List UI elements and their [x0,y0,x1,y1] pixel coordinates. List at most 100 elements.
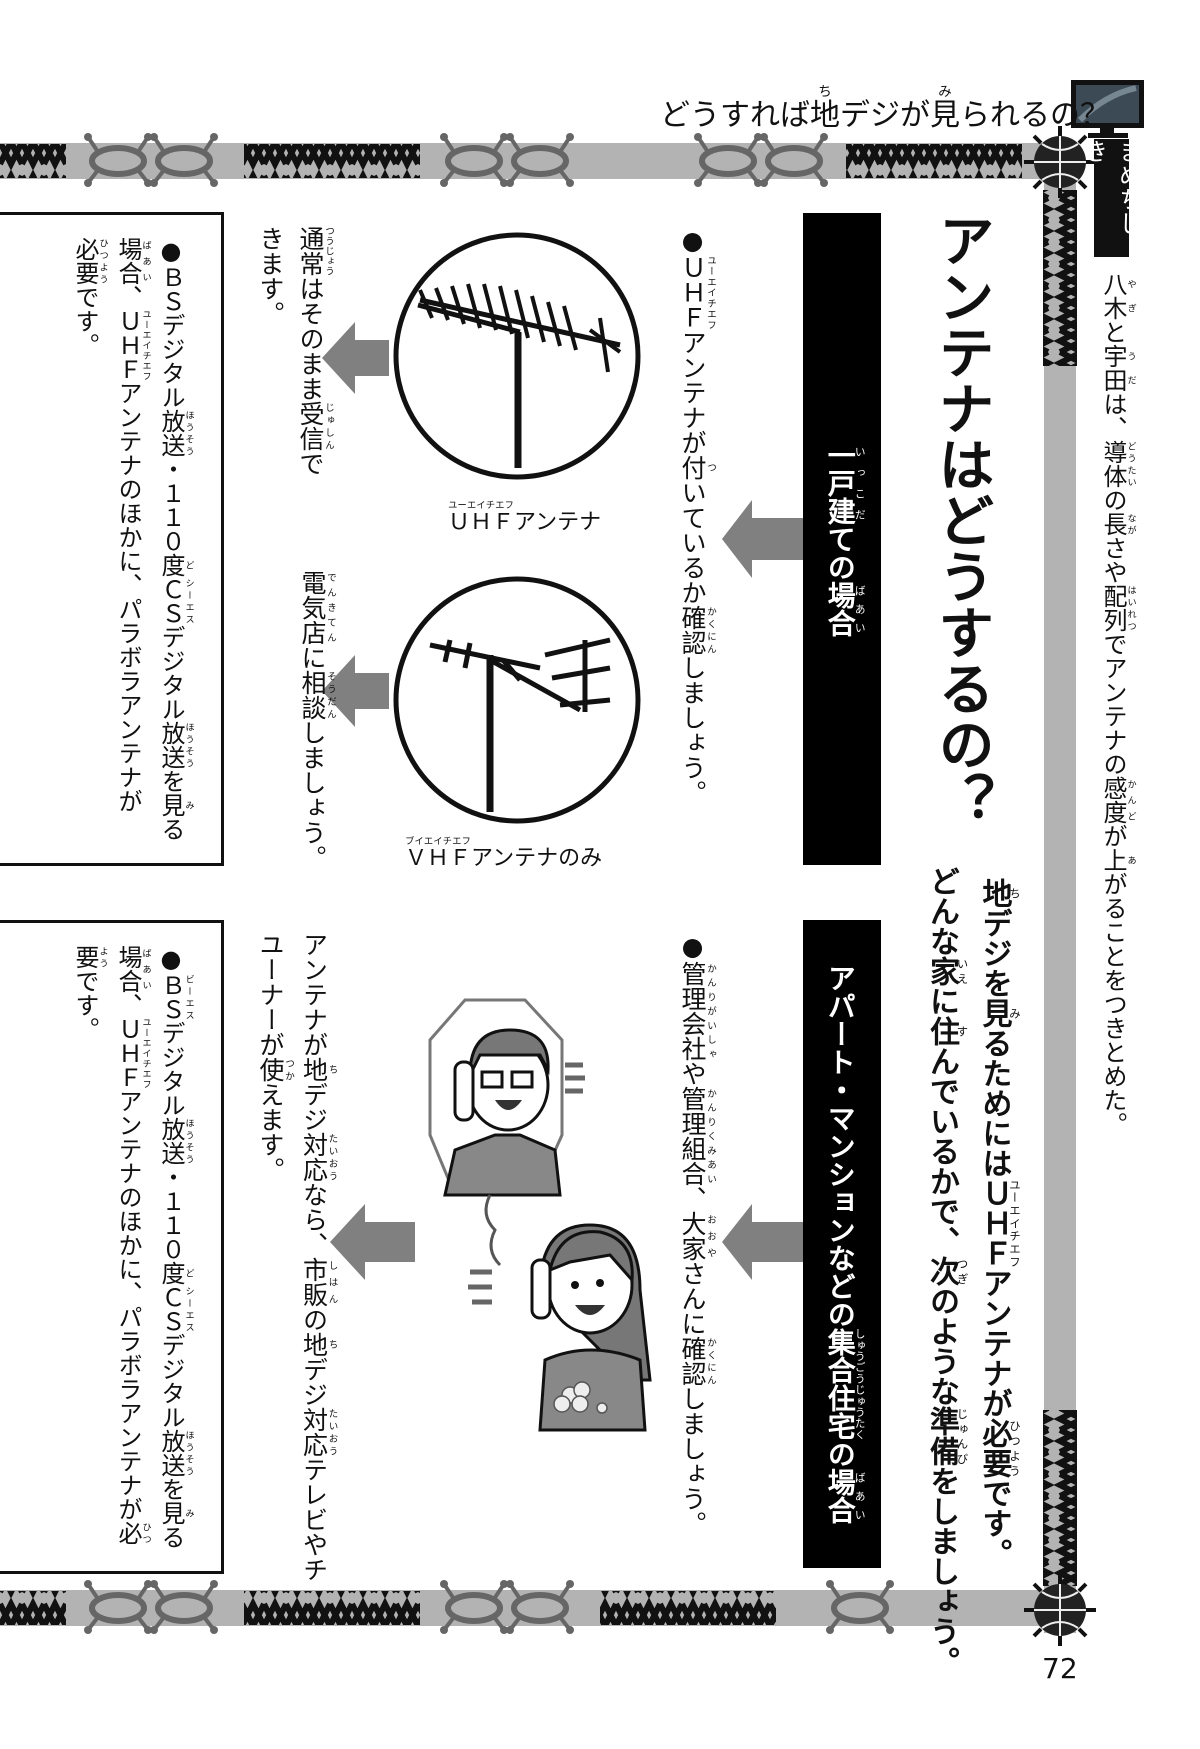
furigana-word: 長なが [1099,512,1135,536]
furigana-reading: ほうそう [183,409,193,457]
furigana-reading: シーエス [183,577,193,625]
page-subtitle: 地ちデジを見みるためにはＵＨＦユーエイチエフアンテナが必要ひつようです。どんな家… [916,866,1023,1676]
furigana-word: 場合ばあい [114,237,150,285]
furigana-word: 地ち [810,84,840,133]
furigana-reading: ち [810,84,840,100]
furigana-reading: どうたい [1125,440,1135,488]
furigana-reading: す [955,1016,970,1046]
furigana-reading: み [930,84,960,100]
furigana-word: 準備じゅんび [924,1406,970,1466]
furigana-reading: しゅうごうじゅうたく [853,1328,867,1440]
furigana-reading: つか [283,1057,294,1082]
text-line: ユーナーが使つかえます。 [256,932,294,1182]
arrow-left-icon [322,322,389,394]
text-line: ●管理会社かんりがいしゃや管理組合かんりくみあい、大家おおやさんに確認かくにんし… [678,932,716,1536]
running-header-title: どうすれば地ちデジが見みられるの？ [660,84,1110,134]
furigana-word: 八木やぎ [1099,272,1135,320]
section-heading-detached-house: 一戸建いっこだての場合ばあい [803,213,881,865]
furigana-word: ＵＨＦユーエイチエフ [448,500,515,535]
furigana-word: 場合ばあい [823,581,867,637]
text-line: アパート・マンションなどの集合住宅しゅうごうじゅうたくの場合ばあい [823,964,867,1524]
page-number: 72 [1042,1652,1078,1685]
furigana-word: ＣＳシーエス [157,577,193,625]
bottom-border-band [0,1580,1060,1634]
furigana-reading: ユーエイチエフ [448,500,515,511]
furigana-word: 地ち [299,1332,338,1357]
arrow-left-icon [722,1204,803,1280]
furigana-word: 見み [976,998,1023,1028]
furigana-reading: つぎ [955,1256,970,1286]
furigana-word: 付つ [678,455,716,480]
furigana-word: 場合ばあい [823,1468,867,1524]
furigana-reading: しはん [326,1257,338,1307]
furigana-word: 対応たいおう [299,1132,338,1182]
furigana-word: 放送ほうそう [157,409,193,457]
furigana-reading: たいおう [326,1132,338,1182]
furigana-word: 見み [157,1501,193,1525]
furigana-word: ＵＨＦユーエイチエフ [678,255,716,330]
furigana-word: 宇田うだ [1099,344,1135,392]
furigana-reading: うだ [1125,344,1135,392]
text-line: アンテナが地ちデジ対応たいおうなら、市販しはんの地ちデジ対応たいおうテレビやチ [299,932,338,1582]
trivia-label: まめちしき [1080,139,1143,257]
top-border-band [0,133,1060,187]
furigana-reading: ユーエイチエフ [140,1017,150,1089]
furigana-word: 確認かくにん [678,605,716,655]
furigana-word: 放送ほうそう [157,1117,193,1165]
arrows [322,322,803,1280]
furigana-reading: いえ [955,956,970,986]
furigana-reading: み [183,793,193,817]
page-title: アンテナはどうするの？ [926,212,996,828]
furigana-reading: ど [183,553,193,577]
furigana-reading: つ [705,455,716,480]
furigana-reading: かくにん [705,1336,716,1386]
right-border-band [1043,143,1077,1633]
furigana-reading: ユーエイチエフ [1008,1178,1022,1268]
furigana-reading: かんど [1125,776,1135,824]
bs-cs-note-text: ●ＢＳビーエスデジタル放送ほうそう・１１０度どＣＳシーエスデジタル放送ほうそうを… [64,945,193,1549]
check-uhf-antenna-text: ●ＵＨＦユーエイチエフアンテナが付ついているか確認かくにんしましょう。 [672,226,716,805]
furigana-word: 要よう [71,945,107,969]
bs-cs-note-box: ●ＢＳビーエスデジタル放送ほうそう・１１０度どＣＳシーエスデジタル放送ほうそうを… [0,920,224,1574]
furigana-word: ＵＨＦユーエイチエフ [976,1178,1023,1268]
furigana-reading: よう [97,945,107,969]
vhf-result-text: 電気店でんきてんに相談そうだんしましょう。 [292,570,336,870]
furigana-reading: あ [1125,848,1135,872]
text-line: アンテナはどうするの？ [929,212,994,828]
trivia-text: 八木やぎと宇田うだは、導体どうたいの長ながさや配列はいれつでアンテナの感度かんど… [1092,272,1135,1136]
uhf-antenna-illustration [393,232,641,480]
furigana-word: ＣＳシーエス [157,1285,193,1333]
furigana-word: ＵＨＦユーエイチエフ [114,1017,150,1089]
furigana-word: 度ど [157,553,193,577]
furigana-word: 大家おおや [678,1211,716,1261]
furigana-reading: なが [1125,512,1135,536]
uhf-result-text: 通常つうじょうはそのまま受信じゅしんできます。 [250,226,334,476]
check-management-text: ●管理会社かんりがいしゃや管理組合かんりくみあい、大家おおやさんに確認かくにんし… [672,932,716,1536]
vhf-antenna-illustration [393,576,641,824]
uhf-antenna-caption: ＵＨＦユーエイチエフアンテナ [448,500,601,536]
furigana-word: 住す [924,1016,970,1046]
furigana-word: 見み [930,84,960,133]
furigana-reading: いっこだ [853,441,867,525]
text-line: ＶＨＦブイエイチエフアンテナのみ [405,836,603,871]
vhf-antenna-caption: ＶＨＦブイエイチエフアンテナのみ [405,836,602,872]
furigana-word: 地ち [299,1057,338,1082]
furigana-reading: でんきてん [325,570,336,645]
furigana-word: 対応たいおう [299,1407,338,1457]
furigana-word: 受信じゅしん [296,401,334,451]
furigana-word: 管理会社かんりがいしゃ [678,961,716,1061]
text-line: どうすれば地ちデジが見みられるの？ [660,84,1110,133]
furigana-word: 相談そうだん [298,670,336,720]
apartment-result-text: アンテナが地ちデジ対応たいおうなら、市販しはんの地ちデジ対応たいおうテレビやチユ… [250,932,338,1582]
furigana-reading: ほうそう [183,721,193,769]
text-line: どんな家いえに住すんでいるかで、次つぎのような準備じゅんびをしましょう。 [924,866,970,1676]
furigana-word: 配列はいれつ [1099,584,1135,632]
furigana-word: 管理組合かんりくみあい [678,1086,716,1186]
furigana-reading: ばあい [140,945,150,993]
furigana-word: 次つぎ [924,1256,970,1286]
furigana-word: 度ど [157,1261,193,1285]
text-line: ●ＢＳデジタル放送ほうそう・１１０度どＣＳシーエスデジタル放送ほうそうを見みる [157,237,193,841]
furigana-reading: み [1008,998,1022,1028]
furigana-reading: ほうそう [183,1117,193,1165]
furigana-word: 導体どうたい [1099,440,1135,488]
